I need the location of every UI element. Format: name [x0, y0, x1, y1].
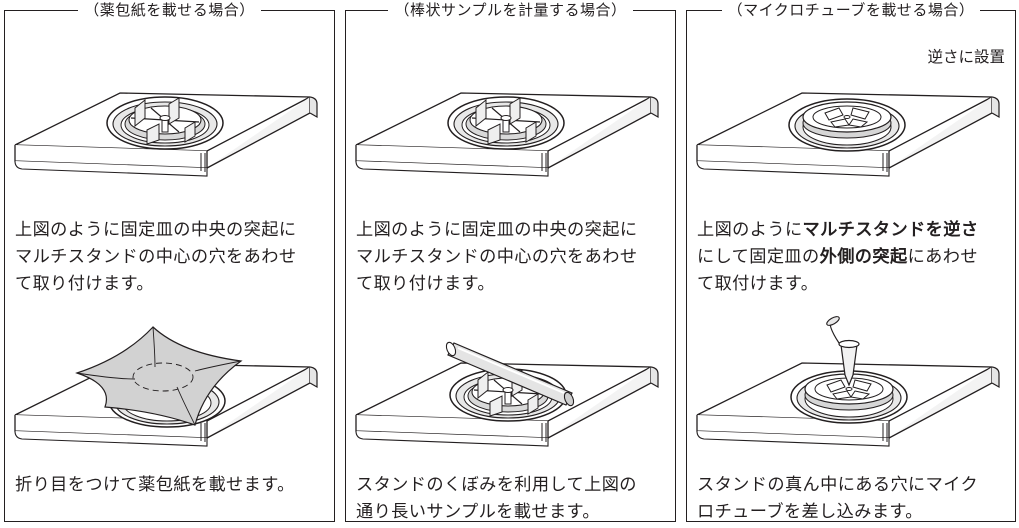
note-inverted: 逆さに設置: [927, 48, 1005, 66]
caption-line: マルチスタンドの中心の穴をあわせ: [356, 247, 638, 267]
illustration-stand-mounted: [5, 45, 334, 195]
caption-line: て取付けます。: [697, 274, 819, 294]
illustration-stand-mounted: [346, 45, 675, 195]
caption-emphasis: 外側の突起: [819, 247, 908, 267]
caption-text: にあわせ: [907, 247, 978, 267]
caption-line: にして固定皿の外側の突起にあわせ: [697, 244, 1009, 271]
caption-line: 通り長いサンプルを載せます。: [356, 502, 600, 522]
caption-line: スタンドの真ん中にある穴にマイク: [697, 475, 979, 495]
illustration-microtube-in-stand: [687, 315, 1015, 465]
caption-rod: スタンドのくぼみを利用して上図の 通り長いサンプルを載せます。: [356, 472, 669, 526]
caption-mount: 上図のように固定皿の中央の突起に マルチスタンドの中心の穴をあわせ て取り付けま…: [15, 217, 328, 298]
caption-emphasis: マルチスタンドを逆さ: [802, 220, 979, 240]
panel-microtube: （マイクロチューブを載せる場合） 逆さに設置 上図のようにマルチスタンドを逆さ …: [686, 1, 1016, 522]
panel-paper: （薬包紙を載せる場合） 上図のように固定皿の中央の突起に マルチスタンドの中心の…: [4, 1, 335, 522]
caption-mount-inverted: 上図のようにマルチスタンドを逆さ にして固定皿の外側の突起にあわせ て取付けます…: [697, 217, 1009, 298]
caption-line: スタンドのくぼみを利用して上図の: [356, 475, 637, 495]
panel-title: （薬包紙を載せる場合）: [78, 1, 261, 19]
caption-paper: 折り目をつけて薬包紙を載せます。: [15, 472, 328, 499]
caption-line: マルチスタンドの中心の穴をあわせ: [15, 247, 297, 267]
caption-text: にして固定皿の: [697, 247, 820, 267]
caption-line: て取り付けます。: [356, 274, 495, 294]
caption-text: 上図のように: [697, 220, 803, 240]
illustration-rod-on-stand: [346, 315, 675, 465]
caption-line: 上図のように固定皿の中央の突起に: [15, 220, 297, 240]
caption-microtube: スタンドの真ん中にある穴にマイク ロチューブを差し込みます。: [697, 472, 1009, 526]
caption-line: 折り目をつけて薬包紙を載せます。: [15, 475, 295, 495]
caption-line: 上図のように固定皿の中央の突起に: [356, 220, 638, 240]
caption-line: て取り付けます。: [15, 274, 154, 294]
illustration-stand-inverted: [687, 45, 1015, 195]
caption-line: 上図のようにマルチスタンドを逆さ: [697, 217, 1009, 244]
panel-title: （棒状サンプルを計量する場合）: [388, 1, 633, 19]
caption-mount: 上図のように固定皿の中央の突起に マルチスタンドの中心の穴をあわせ て取り付けま…: [356, 217, 669, 298]
illustration-paper-on-stand: [5, 315, 334, 465]
caption-line: ロチューブを差し込みます。: [697, 502, 923, 522]
panel-rod-sample: （棒状サンプルを計量する場合） 上図のように固定皿の中央の突起に マルチスタンド…: [345, 1, 676, 522]
panel-title: （マイクロチューブを載せる場合）: [721, 1, 981, 19]
